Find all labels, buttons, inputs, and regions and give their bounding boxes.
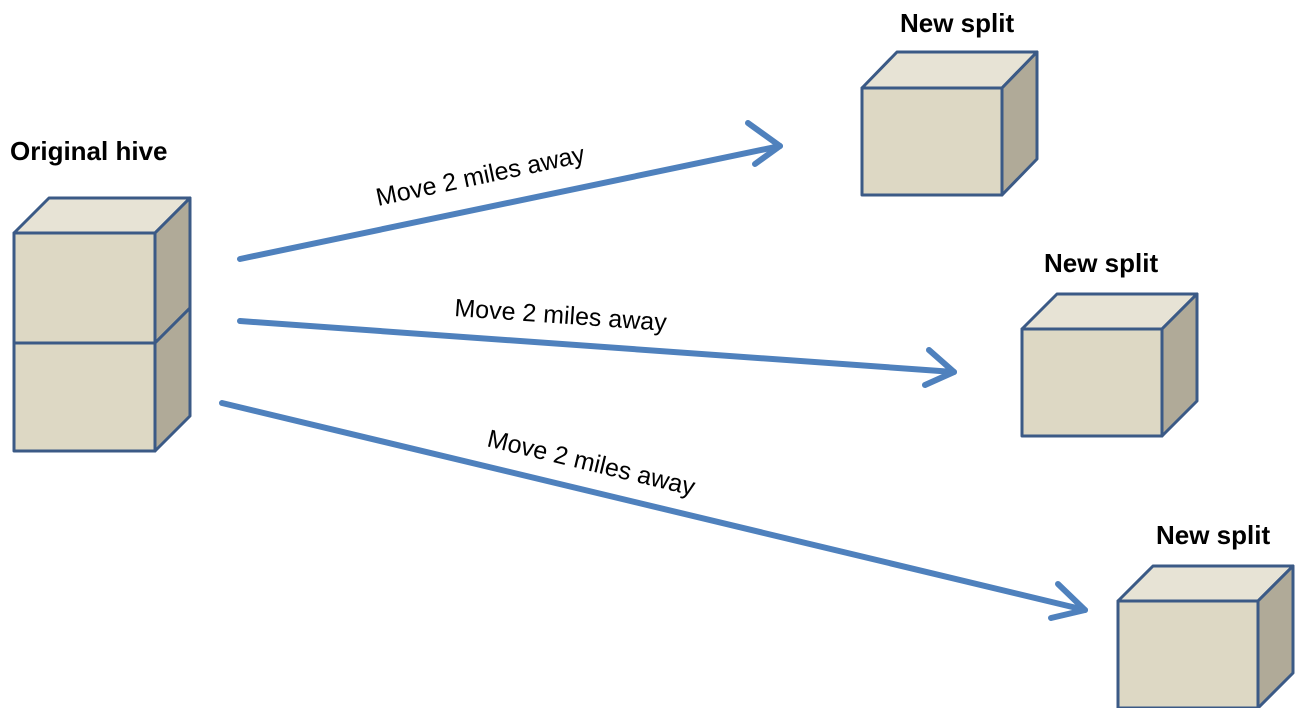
original-hive-label: Original hive	[10, 136, 168, 166]
original-hive: Original hive	[10, 136, 192, 453]
new-split-3: New split	[1116, 520, 1295, 710]
new-split-1: New split	[860, 8, 1039, 197]
move-label-2: Move 2 miles away	[454, 294, 669, 337]
move-arrow-1	[237, 120, 783, 262]
new-split-2: New split	[1020, 248, 1199, 438]
hive-box-lower	[12, 306, 192, 453]
new-split-2-label: New split	[1044, 248, 1158, 278]
move-arrow-2	[237, 318, 957, 388]
move-arrow-3	[219, 400, 1088, 621]
move-label-1: Move 2 miles away	[373, 140, 587, 212]
new-split-3-label: New split	[1156, 520, 1270, 550]
hive-box-upper	[12, 196, 192, 345]
new-split-1-label: New split	[900, 8, 1014, 38]
